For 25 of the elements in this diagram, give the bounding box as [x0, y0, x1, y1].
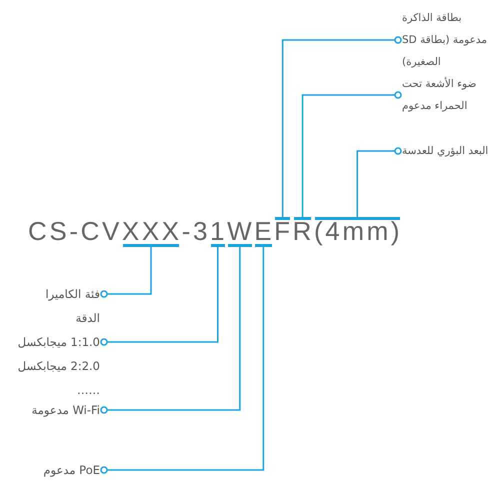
underline-bar — [211, 244, 224, 247]
model-code: CS-CVXXX-31WEFR(4mm) — [28, 216, 402, 246]
leader-line — [282, 36, 402, 217]
feature-label: فئة الكاميرا — [44, 286, 100, 303]
leader-line — [302, 91, 402, 217]
underline-bar — [294, 217, 312, 220]
feature-label: Wi-Fi مدعومة — [30, 402, 100, 419]
feature-label: بطاقة الذاكرة مدعومة (بطاقة SD الصغيرة) — [402, 11, 488, 70]
underline-bar — [255, 244, 272, 247]
underline-bar — [275, 217, 290, 220]
underline-bar — [315, 217, 400, 220]
feature-label: ضوء الأشعة تحت الحمراء مدعوم — [402, 76, 478, 114]
feature-label: PoE مدعوم — [42, 462, 100, 479]
feature-label: 1:1.0 ميجابكسل — [16, 334, 100, 351]
leader-line — [100, 247, 241, 414]
leader-line — [100, 247, 219, 346]
underline-bar — [122, 244, 180, 247]
leader-line — [356, 147, 402, 217]
feature-label: الدقة — [74, 310, 100, 327]
underline-bar — [228, 244, 252, 247]
feature-label: البعد البؤري للعدسة — [402, 144, 490, 159]
leader-line — [100, 247, 264, 474]
leader-line — [100, 247, 152, 298]
feature-label: …… — [76, 382, 100, 399]
feature-label: 2:2.0 ميجابكسل — [16, 358, 100, 375]
